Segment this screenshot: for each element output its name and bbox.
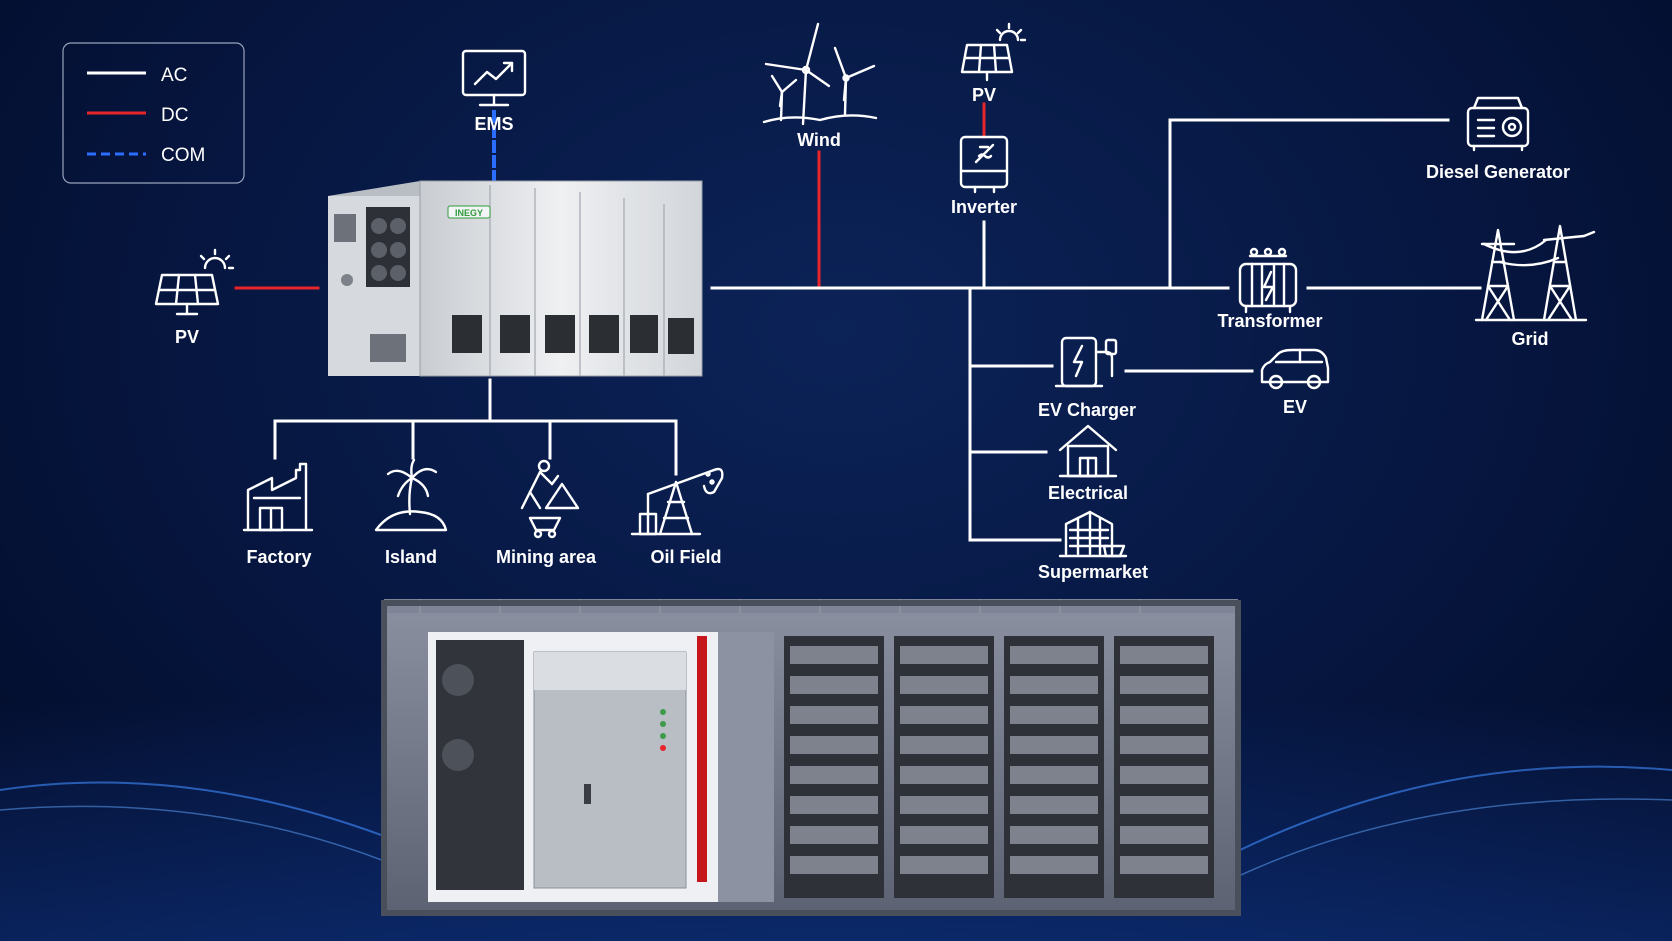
legend-dc-label: DC: [161, 105, 188, 126]
pv-left-solar-panel-icon: [154, 248, 235, 316]
legend-ac-label: AC: [161, 65, 187, 86]
legend-com-label: COM: [161, 145, 205, 166]
ev-car-icon: [1260, 348, 1330, 390]
brand-logo-text: INEGY: [455, 208, 483, 218]
inverter-icon: [959, 135, 1009, 194]
battery-container: [381, 599, 1241, 916]
oil-field-label: Oil Field: [650, 547, 721, 567]
factory-label: Factory: [246, 547, 311, 567]
electrical-house-icon: [1058, 424, 1118, 478]
inverter-label: Inverter: [951, 197, 1017, 217]
transformer-label: Transformer: [1217, 311, 1322, 331]
cabinet-vents: [452, 315, 694, 354]
supermarket-building-icon: [1058, 510, 1128, 558]
ems-monitor-icon: [461, 49, 527, 107]
battery-modules: [790, 646, 1208, 874]
factory-icon: [242, 462, 314, 532]
transformer-icon: [1238, 247, 1298, 314]
pv-top-label: PV: [972, 85, 996, 105]
ev-charger-icon: [1054, 336, 1118, 388]
brand-badge: [447, 205, 491, 219]
ess-cabinet: INEGY: [328, 180, 703, 377]
node-labels: EMS PV Wind PV Inverter Diesel Generator…: [175, 85, 1570, 582]
legend: AC DC COM: [62, 42, 245, 184]
ev-charger-label: EV Charger: [1038, 400, 1136, 420]
pv-left-label: PV: [175, 327, 199, 347]
grid-label: Grid: [1511, 329, 1548, 349]
connections: [234, 102, 1482, 542]
island-palm-icon: [374, 458, 448, 532]
wind-label: Wind: [797, 130, 841, 150]
electrical-label: Electrical: [1048, 483, 1128, 503]
ems-label: EMS: [474, 114, 513, 134]
grid-power-tower-icon: [1474, 224, 1596, 322]
supermarket-label: Supermarket: [1038, 562, 1148, 582]
diesel-generator-icon: [1466, 96, 1530, 152]
ac-lines: [273, 118, 1482, 542]
diesel-generator-label: Diesel Generator: [1426, 162, 1570, 182]
oil-field-pumpjack-icon: [630, 467, 724, 536]
mining-worker-icon: [520, 459, 580, 539]
island-label: Island: [385, 547, 437, 567]
pv-top-solar-panel-icon: [960, 22, 1027, 82]
wind-turbine-icon: [762, 22, 878, 126]
mining-area-label: Mining area: [496, 547, 597, 567]
ev-label: EV: [1283, 397, 1307, 417]
